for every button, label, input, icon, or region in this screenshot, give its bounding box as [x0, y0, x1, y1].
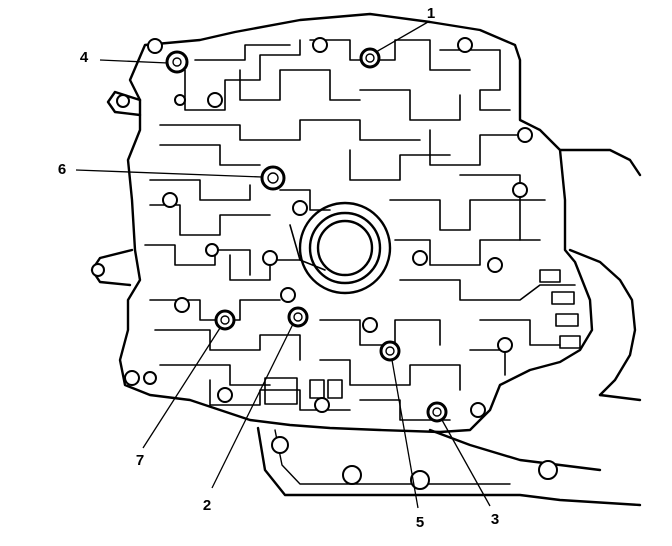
callout-label-6: 6: [58, 161, 66, 178]
central-bore: [298, 201, 392, 295]
check-ball-4: [165, 50, 189, 74]
check-ball-2: [287, 306, 309, 328]
valve-body-outline: [90, 12, 594, 434]
leader-lines: [75, 21, 491, 509]
callout-label-7: 7: [136, 452, 144, 469]
transmission-case-outline: [256, 148, 642, 507]
callout-label-4: 4: [80, 49, 89, 66]
callout-label-1: 1: [427, 5, 435, 22]
callout-label-2: 2: [203, 497, 211, 514]
leader-line-3: [441, 419, 491, 507]
callout-label-3: 3: [491, 511, 499, 528]
leader-line-4: [99, 59, 169, 64]
leader-line-1: [375, 21, 429, 53]
leader-line-5: [391, 359, 419, 509]
leader-line-7: [142, 327, 221, 449]
check-ball-1: [359, 47, 381, 69]
leader-line-2: [211, 323, 294, 489]
bolt-holes: [143, 37, 533, 418]
check-ball-6: [260, 165, 286, 191]
fluid-passages: [144, 39, 581, 421]
callout-labels: 1 2 3 4 5 6 7: [58, 5, 499, 531]
check-ball-5: [379, 340, 401, 362]
check-ball-3: [426, 401, 448, 423]
check-ball-7: [214, 309, 236, 331]
callout-label-5: 5: [416, 514, 424, 531]
leader-line-6: [75, 169, 263, 178]
